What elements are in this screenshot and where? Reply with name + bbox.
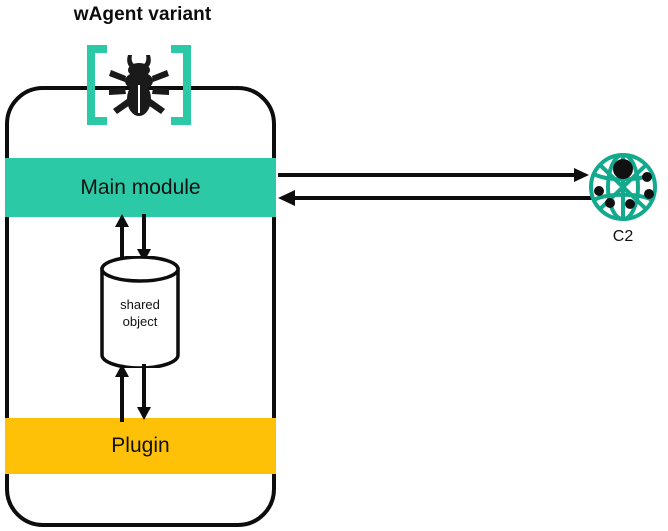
page-title: wAgent variant — [73, 4, 212, 25]
shared-object-label: shared object — [99, 296, 181, 330]
main-module-label: Main module — [80, 175, 201, 199]
shared-object-label-line1: shared — [120, 297, 160, 312]
c2-label: C2 — [612, 228, 634, 245]
network-globe-icon — [586, 150, 660, 224]
plugin-block: Plugin — [5, 418, 276, 474]
arrow-main-module-shared-object — [115, 214, 151, 262]
arrow-shared-object-plugin — [115, 364, 151, 422]
cylinder-icon — [99, 256, 181, 368]
plugin-label: Plugin — [111, 434, 170, 457]
bug-icon — [85, 45, 193, 125]
shared-object-label-line2: object — [122, 314, 158, 329]
main-module-block: Main module — [5, 158, 276, 217]
arrow-main-module-c2 — [278, 168, 594, 206]
